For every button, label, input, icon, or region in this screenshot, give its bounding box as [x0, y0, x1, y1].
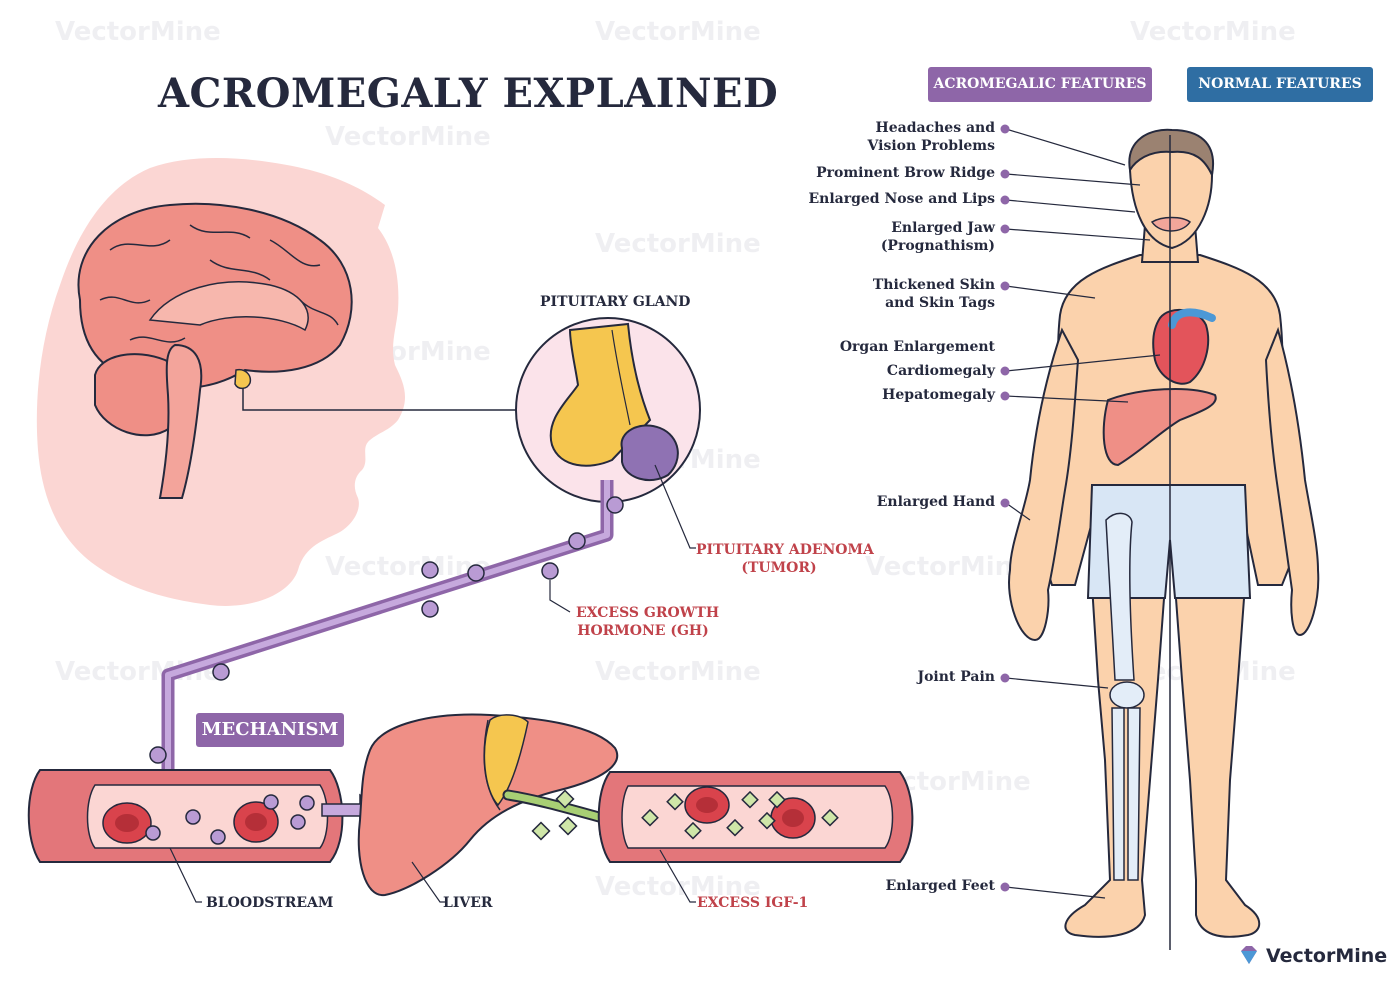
acromegalic-features-tag: ACROMEGALIC FEATURES [928, 67, 1152, 102]
liver-label: LIVER [443, 895, 493, 911]
right-leg [1173, 584, 1261, 938]
brain [77, 202, 353, 499]
vectormine-logo: VectorMine [1238, 944, 1387, 967]
gh-label-line2: HORMONE (GH) [577, 623, 709, 639]
gallbladder [483, 714, 529, 807]
bloodstream-pointer [169, 847, 202, 903]
feature-headaches: Headaches and Vision Problems [868, 119, 995, 155]
gland-stalk [549, 322, 652, 467]
hair [1128, 128, 1215, 179]
feature-hand: Enlarged Hand [877, 493, 995, 511]
igf-molecules-outside [531, 789, 578, 841]
feature-brow-ridge: Prominent Brow Ridge [816, 164, 995, 182]
feature-line2: Vision Problems [867, 138, 995, 154]
feature-joint-pain: Joint Pain [917, 668, 995, 686]
feature-line2: and Skin Tags [885, 295, 995, 311]
feature-dots [1000, 124, 1010, 892]
body-figure [1008, 128, 1320, 950]
liver-pointer [411, 861, 446, 903]
body-liver [1102, 388, 1217, 467]
feature-line1: Cardiomegaly [886, 363, 995, 379]
gland-lobe-line [611, 329, 631, 426]
watermark: VectorMine [595, 17, 761, 47]
vessel-right [597, 771, 914, 863]
feature-pointers [1005, 128, 1161, 899]
feature-line1: Organ Enlargement [839, 339, 995, 355]
feature-line1: Thickened Skin [872, 277, 995, 293]
watermark: VectorMine [325, 122, 491, 152]
watermark: VectorMine [595, 872, 761, 902]
feature-nose-lips: Enlarged Nose and Lips [808, 190, 995, 208]
feature-line1: Prominent Brow Ridge [816, 165, 995, 181]
adenoma-label-line2: (TUMOR) [741, 560, 817, 576]
vessel-left [27, 769, 344, 863]
feature-line1: Enlarged Hand [876, 494, 995, 510]
adenoma-label-line1: PITUITARY ADENOMA [696, 542, 874, 558]
feature-line1: Joint Pain [917, 669, 995, 685]
lips [1150, 216, 1192, 232]
feature-line2: (Prognathism) [880, 238, 995, 254]
gh-label-line1: EXCESS GROWTH [576, 605, 720, 621]
normal-features-tag: NORMAL FEATURES [1187, 67, 1373, 102]
gem-icon [1241, 946, 1257, 964]
feature-line1: Headaches and [875, 120, 995, 136]
gland-connector [242, 388, 516, 411]
igf-label: EXCESS IGF-1 [697, 895, 809, 911]
aorta [1168, 308, 1216, 329]
watermark: VectorMine [865, 552, 1031, 582]
left-arm [1008, 327, 1080, 642]
feature-hepatomegaly: Hepatomegaly [882, 386, 995, 404]
pituitary-gland-label: PITUITARY GLAND [540, 294, 691, 310]
pituitary-gland-zoom [515, 317, 701, 503]
igf-pointer [659, 849, 696, 903]
watermark: VectorMine [595, 229, 761, 259]
gh-pointer [549, 580, 571, 613]
feature-line1: Hepatomegaly [882, 387, 995, 403]
watermark: VectorMine [595, 657, 761, 687]
feature-cardiomegaly: Cardiomegaly [887, 362, 995, 380]
adenoma-label: PITUITARY ADENOMA (TUMOR) [696, 541, 874, 577]
feature-line1: Enlarged Jaw [891, 220, 995, 236]
mechanism-badge: MECHANISM [196, 713, 344, 747]
adenoma-tumor [620, 424, 679, 481]
brain-folds [99, 224, 339, 343]
bloodstream-label: BLOODSTREAM [206, 895, 334, 911]
watermark: VectorMine [55, 17, 221, 47]
brainstem [158, 343, 203, 499]
page-title: ACROMEGALY EXPLAINED [158, 70, 779, 117]
feature-organ-enlargement: Organ Enlargement [840, 338, 995, 356]
logo-text: VectorMine [1266, 945, 1388, 967]
feature-feet: Enlarged Feet [886, 877, 995, 895]
femur [1105, 512, 1135, 681]
gh-label: EXCESS GROWTH HORMONE (GH) [576, 604, 720, 640]
tibia [1111, 707, 1141, 881]
gh-molecules [149, 496, 624, 764]
adenoma-pointer [654, 464, 696, 549]
feature-line1: Enlarged Feet [885, 878, 995, 894]
corpus-callosum [148, 281, 309, 332]
watermark: VectorMine [1130, 17, 1296, 47]
feature-line1: Enlarged Nose and Lips [808, 191, 995, 207]
pituitary-small [234, 368, 252, 390]
knee-joint [1109, 681, 1145, 709]
feature-skin: Thickened Skin and Skin Tags [873, 276, 995, 312]
feature-jaw: Enlarged Jaw (Prognathism) [881, 219, 995, 255]
liver [357, 713, 618, 897]
right-arm [1264, 326, 1320, 637]
